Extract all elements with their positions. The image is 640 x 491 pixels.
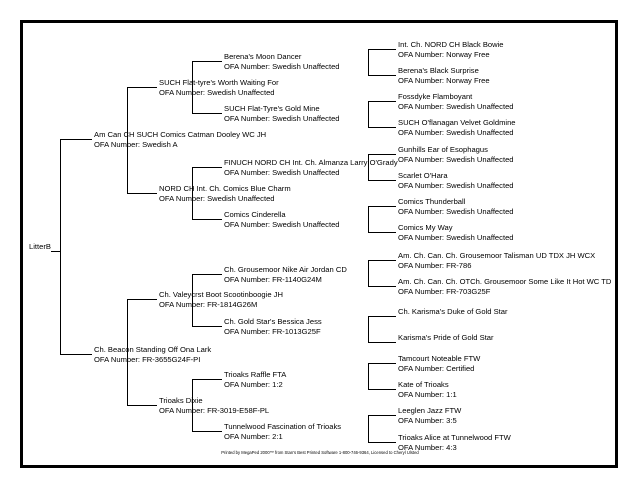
great-great-grandparent-name: Scarlet O'Hara bbox=[398, 171, 448, 180]
great-great-grandparent-name: Comics My Way bbox=[398, 223, 453, 232]
grandparent-name: SUCH Flat-tyre's Worth Waiting For bbox=[159, 78, 279, 87]
grandparent-name: Ch. Valeycrst Boot Scootinboogie JH bbox=[159, 290, 283, 299]
great-great-grandparent-name: Int. Ch. NORD CH Black Bowie bbox=[398, 40, 504, 49]
great-great-grandparent-ofa: OFA Number: Swedish Unaffected bbox=[398, 102, 514, 111]
great-great-grandparent-ofa: OFA Number: Norway Free bbox=[398, 50, 490, 59]
parent-ofa: OFA Number: FR-3655G24F-PI bbox=[94, 355, 201, 364]
great-great-grandparent-name: Berena's Black Surprise bbox=[398, 66, 479, 75]
great-grandparent-ofa: OFA Number: 1:2 bbox=[224, 380, 283, 389]
parent-name: Ch. Beacon Standing Off Ona Lark bbox=[94, 345, 212, 354]
great-great-grandparent-name: Kate of Trioaks bbox=[398, 380, 449, 389]
parent-name: Am Can CH SUCH Comics Catman Dooley WC J… bbox=[94, 130, 267, 139]
great-great-grandparent-ofa: OFA Number: Swedish Unaffected bbox=[398, 155, 514, 164]
great-great-grandparent-name: Ch. Karisma's Duke of Gold Star bbox=[398, 307, 508, 316]
great-grandparent-ofa: OFA Number: Swedish Unaffected bbox=[224, 220, 340, 229]
great-great-grandparent-name: Am. Ch. Can. Ch. OTCh. Grousemoor Some L… bbox=[398, 277, 612, 286]
great-great-grandparent-ofa: OFA Number: FR-703G25F bbox=[398, 287, 491, 296]
footer-credit: Printed by MegaPed 2000™ from Stan's Bes… bbox=[221, 450, 419, 455]
great-grandparent-ofa: OFA Number: Swedish Unaffected bbox=[224, 168, 340, 177]
great-grandparent-ofa: OFA Number: Swedish Unaffected bbox=[224, 62, 340, 71]
great-grandparent-name: Tunnelwood Fascination of Trioaks bbox=[224, 422, 342, 431]
great-great-grandparent-name: Leeglen Jazz FTW bbox=[398, 406, 462, 415]
great-great-grandparent-name: SUCH O'flanagan Velvet Goldmine bbox=[398, 118, 516, 127]
great-grandparent-ofa: OFA Number: FR-1140G24M bbox=[224, 275, 322, 284]
great-great-grandparent-name: Tamcourt Noteable FTW bbox=[398, 354, 481, 363]
subject-name: LitterB bbox=[29, 242, 51, 251]
great-great-grandparent-ofa: OFA Number: Swedish Unaffected bbox=[398, 207, 514, 216]
grandparent-ofa: OFA Number: FR-3019-E58F-PL bbox=[159, 406, 270, 415]
great-great-grandparent-ofa: OFA Number: Certified bbox=[398, 364, 475, 373]
great-great-grandparent-ofa: OFA Number: 3:5 bbox=[398, 416, 457, 425]
parent-ofa: OFA Number: Swedish A bbox=[94, 140, 178, 149]
grandparent-name: NORD CH Int. Ch. Comics Blue Charm bbox=[159, 184, 291, 193]
great-great-grandparent-name: Fossdyke Flamboyant bbox=[398, 92, 473, 101]
great-great-grandparent-ofa: OFA Number: Norway Free bbox=[398, 76, 490, 85]
grandparent-ofa: OFA Number: Swedish Unaffected bbox=[159, 88, 275, 97]
great-great-grandparent-name: Trioaks Alice at Tunnelwood FTW bbox=[398, 433, 511, 442]
great-great-grandparent-ofa: OFA Number: 1:1 bbox=[398, 390, 457, 399]
great-grandparent-name: Comics Cinderella bbox=[224, 210, 286, 219]
great-great-grandparent-name: Am. Ch. Can. Ch. Grousemoor Talisman UD … bbox=[398, 251, 596, 260]
great-grandparent-name: FINUCH NORD CH Int. Ch. Almanza Larry O'… bbox=[224, 158, 398, 167]
great-grandparent-name: Ch. Gold Star's Bessica Jess bbox=[224, 317, 322, 326]
great-grandparent-ofa: OFA Number: FR-1013G25F bbox=[224, 327, 321, 336]
great-great-grandparent-ofa: OFA Number: Swedish Unaffected bbox=[398, 233, 514, 242]
great-great-grandparent-ofa: OFA Number: Swedish Unaffected bbox=[398, 128, 514, 137]
grandparent-ofa: OFA Number: Swedish Unaffected bbox=[159, 194, 275, 203]
great-grandparent-name: Ch. Grousemoor Nike Air Jordan CD bbox=[224, 265, 347, 274]
great-great-grandparent-name: Gunhills Ear of Esophagus bbox=[398, 145, 488, 154]
great-grandparent-name: SUCH Flat-Tyre's Gold Mine bbox=[224, 104, 320, 113]
great-grandparent-name: Trioaks Raffle FTA bbox=[224, 370, 287, 379]
grandparent-name: Trioaks Dixie bbox=[159, 396, 203, 405]
great-great-grandparent-ofa: OFA Number: 4:3 bbox=[398, 443, 457, 452]
great-great-grandparent-name: Karisma's Pride of Gold Star bbox=[398, 333, 494, 342]
grandparent-ofa: OFA Number: FR-1814G26M bbox=[159, 300, 258, 309]
great-great-grandparent-ofa: OFA Number: FR-786 bbox=[398, 261, 472, 270]
great-grandparent-ofa: OFA Number: 2:1 bbox=[224, 432, 283, 441]
great-great-grandparent-ofa: OFA Number: Swedish Unaffected bbox=[398, 181, 514, 190]
great-grandparent-ofa: OFA Number: Swedish Unaffected bbox=[224, 114, 340, 123]
great-great-grandparent-name: Comics Thunderball bbox=[398, 197, 466, 206]
pedigree-frame bbox=[20, 20, 618, 468]
great-grandparent-name: Berena's Moon Dancer bbox=[224, 52, 302, 61]
